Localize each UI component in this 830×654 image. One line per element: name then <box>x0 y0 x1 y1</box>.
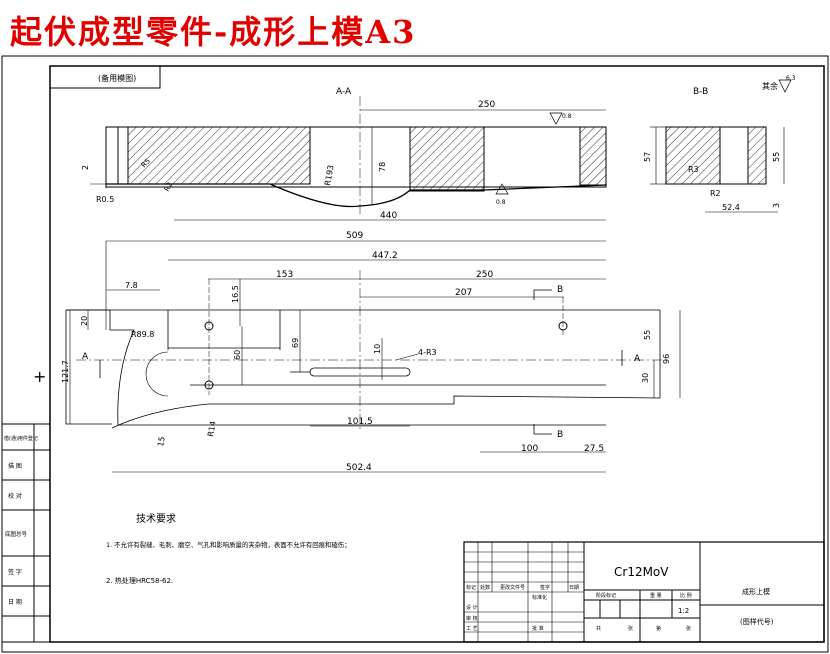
technical-notes: 技术要求 1. 不允许有裂缝、毛刺、磨空、气孔和影响质量的夹杂物，表面不允许有回… <box>106 512 351 585</box>
note-2: 2. 热处理HRC58-62. <box>106 576 173 585</box>
dim-15: 15 <box>156 436 167 448</box>
dim-447-2: 447.2 <box>372 251 398 261</box>
tb-scale: 1:2 <box>678 607 689 615</box>
dim-4-r3: 4-R3 <box>418 348 437 357</box>
section-bb-label: B-B <box>693 87 708 97</box>
dim-69: 69 <box>291 338 300 348</box>
dim-r14: R14 <box>206 420 218 437</box>
dim-78-section: 78 <box>378 162 387 172</box>
dim-r0-5: R0.5 <box>96 195 114 204</box>
dim-7-8: 7.8 <box>125 281 138 290</box>
side-label-2: 描 图 <box>8 462 22 470</box>
outer-frame <box>1 55 829 653</box>
tb-stage-mark: 阶段标记 <box>596 592 616 599</box>
dim-250-plan: 250 <box>476 270 493 280</box>
dim-r193: R193 <box>323 164 335 186</box>
finish-label: 其余 <box>762 81 778 91</box>
dim-250-top: 250 <box>478 100 495 110</box>
dim-101-5: 101.5 <box>347 417 373 427</box>
dim-r2-left: R2 <box>163 181 175 193</box>
dim-r3-bb: R3 <box>688 165 699 174</box>
dim-2: 2 <box>81 165 90 170</box>
dim-27-5: 27.5 <box>584 444 604 454</box>
dim-100: 100 <box>521 444 538 454</box>
tb-part-name: 成形上模 <box>742 587 770 596</box>
tb-sheets-total: 共 <box>596 625 601 632</box>
dim-60: 60 <box>233 350 242 360</box>
section-bb-view: B-B 其余 6.3 57 55 R3 R2 52.4 3 <box>643 75 796 213</box>
tb-designer: 设 计 <box>466 604 478 611</box>
dim-96: 96 <box>662 354 671 364</box>
dim-r89-8: R89.8 <box>131 330 154 339</box>
tb-standardize: 标准化 <box>532 594 547 601</box>
plan-view: 509 447.2 153 250 207 7.8 16.5 20 R <box>61 231 681 473</box>
note-1: 1. 不允许有裂缝、毛刺、磨空、气孔和影响质量的夹杂物，表面不允许有回痕和磕伤； <box>106 540 351 549</box>
top-left-ref-label: (备用模图) <box>98 73 136 83</box>
drawing-title: 起伏成型零件-成形上模A3 <box>10 13 417 51</box>
side-label-1: 借(通)用件登记 <box>4 435 38 442</box>
plan-a-right: A <box>634 354 641 364</box>
tb-ratio: 比 例 <box>680 592 692 599</box>
side-label-5: 签 字 <box>8 568 22 576</box>
section-aa-label: A-A <box>336 87 352 97</box>
tb-row-date: 日期 <box>569 585 579 591</box>
tb-row-count: 处数 <box>480 584 490 591</box>
dim-153: 153 <box>276 270 293 280</box>
plan-b-top: B <box>557 285 563 295</box>
dim-3: 3 <box>772 203 781 208</box>
dim-509: 509 <box>346 231 363 241</box>
tb-drawing-no: (图样代号) <box>740 617 774 626</box>
tb-approve: 批 准 <box>532 625 544 632</box>
dim-121-7: 121.7 <box>61 360 70 383</box>
dim-r2-bb: R2 <box>710 189 721 198</box>
tb-row-sign: 签字 <box>540 584 550 591</box>
dim-55-bb: 55 <box>772 152 781 162</box>
tb-row-mark: 标记 <box>466 584 476 591</box>
side-registry-block: 借(通)用件登记 描 图 校 对 底图总号 签 字 日 期 <box>1 423 51 643</box>
tb-sheet-of: 张 <box>686 625 691 632</box>
tb-craft: 工 艺 <box>466 626 478 632</box>
title-block: 标记 处数 更改文件号 签字 日期 设 计 标准化 审 核 工 艺 批 准 Cr… <box>463 541 825 643</box>
side-label-4: 底图总号 <box>5 530 28 538</box>
tb-checker: 审 核 <box>466 615 478 622</box>
inner-frame <box>49 65 825 643</box>
tb-sheet-no: 第 <box>656 625 661 632</box>
roughness-top: 0.8 <box>562 113 572 120</box>
section-aa-view: A-A 250 0.8 2 R0.5 R5 R2 R193 78 0.8 440 <box>81 87 607 221</box>
tb-sheet: 张 <box>628 625 633 632</box>
center-mark: + <box>33 367 46 386</box>
roughness-mid: 0.8 <box>496 199 506 206</box>
tb-material: Cr12MoV <box>614 565 669 579</box>
tb-weight: 重 量 <box>650 592 662 599</box>
dim-52-4: 52.4 <box>722 203 740 212</box>
side-label-6: 日 期 <box>8 598 22 606</box>
dim-207: 207 <box>455 288 472 298</box>
dim-10: 10 <box>373 344 382 354</box>
top-left-ref-box <box>49 65 161 89</box>
dim-502-4: 502.4 <box>346 463 372 473</box>
plan-a-left: A <box>82 352 89 362</box>
tb-row-change: 更改文件号 <box>500 584 525 591</box>
side-label-3: 校 对 <box>8 492 22 500</box>
dim-57: 57 <box>643 152 652 162</box>
dim-20: 20 <box>80 316 89 326</box>
plan-b-bottom: B <box>557 430 563 440</box>
dim-440: 440 <box>380 211 397 221</box>
finish-value: 6.3 <box>786 75 796 82</box>
dim-55-plan: 55 <box>643 330 652 340</box>
notes-title: 技术要求 <box>136 512 176 525</box>
dim-30: 30 <box>641 373 650 383</box>
dim-16-5: 16.5 <box>231 285 240 303</box>
